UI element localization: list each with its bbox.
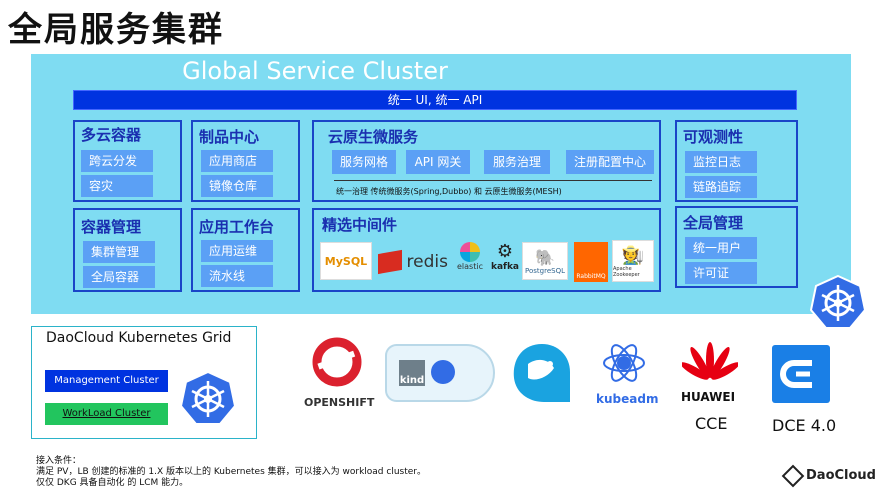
chip-service-governance[interactable]: 服务治理 (484, 150, 550, 174)
workload-cluster[interactable]: WorkLoad Cluster (45, 403, 168, 425)
divider (334, 180, 652, 181)
kafka-icon: ⚙ (496, 241, 514, 262)
observability-title: 可观测性 (683, 128, 744, 146)
app-workbench-title: 应用工作台 (199, 218, 275, 236)
chip-global-container[interactable]: 全局容器 (83, 266, 155, 288)
chip-tracing[interactable]: 链路追踪 (685, 176, 757, 198)
chip-monitoring-logs[interactable]: 监控日志 (685, 151, 757, 173)
huawei-icon (680, 340, 740, 384)
artifact-title: 制品中心 (199, 128, 260, 146)
bird-logo-icon (510, 342, 574, 404)
postgresql-icon: 🐘 (535, 247, 555, 267)
kafka-label: kafka (490, 262, 520, 272)
dce-label: DCE 4.0 (772, 416, 837, 435)
multi-cloud-panel: 多云容器 跨云分发 容灾 (73, 120, 182, 202)
kind-wheel-icon (431, 360, 455, 384)
chip-api-gateway[interactable]: API 网关 (406, 150, 470, 174)
container-mgmt-title: 容器管理 (81, 218, 142, 236)
middleware-panel: 精选中间件 MySQL redis elastic ⚙ kafka 🐘 Post… (312, 208, 661, 292)
cloud-native-panel: 云原生微服务 服务网格 API 网关 服务治理 注册配置中心 统一治理 传统微服… (312, 120, 661, 202)
chip-registry-config[interactable]: 注册配置中心 (566, 150, 654, 174)
redis-logo: redis (378, 244, 448, 280)
unified-ui-bar: 统一 UI, 统一 API (73, 90, 797, 110)
multi-cloud-title: 多云容器 (81, 126, 142, 144)
kubernetes-icon (809, 274, 867, 330)
grid-title: DaoCloud Kubernetes Grid (46, 330, 232, 346)
chip-cluster-mgmt[interactable]: 集群管理 (83, 241, 155, 263)
chip-license[interactable]: 许可证 (685, 262, 757, 284)
openshift-icon (312, 337, 362, 387)
kind-label: kind (399, 360, 425, 386)
app-workbench-panel: 应用工作台 应用运维 流水线 (191, 208, 300, 292)
redis-icon (378, 249, 402, 275)
footer-line-3: 仅仅 DKG 具备自动化 的 LCM 能力。 (36, 478, 189, 488)
kubeadm-icon (602, 338, 646, 388)
openshift-label: OPENSHIFT (304, 396, 375, 409)
page-title: 全局服务集群 (8, 10, 224, 50)
zookeeper-logo: 🧑‍🌾 Apache Zookeeper (612, 240, 654, 282)
kafka-logo: ⚙ kafka (490, 242, 520, 282)
huawei-label: HUAWEI (681, 390, 736, 404)
daocloud-brand: DaoCloud (806, 468, 876, 483)
chip-pipeline[interactable]: 流水线 (201, 265, 273, 287)
middleware-title: 精选中间件 (322, 216, 398, 234)
daocloud-logo-icon (781, 464, 805, 488)
chip-app-ops[interactable]: 应用运维 (201, 240, 273, 262)
footer-line-2: 满足 PV，LB 创建的标准的 1.X 版本以上的 Kubernetes 集群，… (36, 467, 426, 477)
elastic-icon (460, 242, 480, 262)
zookeeper-label: Apache Zookeeper (613, 265, 640, 278)
container-mgmt-panel: 容器管理 集群管理 全局容器 (73, 208, 182, 292)
dce-icon (772, 345, 830, 403)
chip-unified-user[interactable]: 统一用户 (685, 237, 757, 259)
chip-image-registry[interactable]: 镜像仓库 (201, 175, 273, 197)
global-mgmt-title: 全局管理 (683, 214, 744, 232)
observability-panel: 可观测性 监控日志 链路追踪 (675, 120, 798, 202)
management-cluster[interactable]: Management Cluster (45, 370, 168, 392)
mysql-logo: MySQL (320, 242, 372, 280)
kubeadm-label: kubeadm (596, 392, 659, 406)
postgresql-logo: 🐘 PostgreSQL (522, 242, 568, 280)
elastic-label: elastic (457, 262, 483, 271)
chip-cross-cloud[interactable]: 跨云分发 (81, 150, 153, 172)
redis-label: redis (406, 252, 448, 272)
zookeeper-icon: 🧑‍🌾 (621, 244, 645, 266)
microservice-note: 统一治理 传统微服务(Spring,Dubbo) 和 云原生微服务(MESH) (336, 187, 562, 196)
global-mgmt-panel: 全局管理 统一用户 许可证 (675, 206, 798, 288)
chip-app-store[interactable]: 应用商店 (201, 150, 273, 172)
rabbitmq-logo: RabbitMQ (574, 242, 608, 282)
cloud-native-title: 云原生微服务 (328, 128, 419, 146)
chip-service-mesh[interactable]: 服务网格 (332, 150, 396, 174)
kind-logo: kind (385, 344, 495, 402)
chip-disaster-recovery[interactable]: 容灾 (81, 175, 153, 197)
cce-label: CCE (695, 414, 728, 433)
grid-kubernetes-icon (179, 370, 237, 426)
cluster-title: Global Service Cluster (182, 57, 448, 85)
artifact-panel: 制品中心 应用商店 镜像仓库 (191, 120, 300, 202)
elastic-logo: elastic (452, 242, 488, 282)
footer-line-1: 接入条件： (36, 456, 82, 466)
postgresql-label: PostgreSQL (525, 266, 565, 275)
